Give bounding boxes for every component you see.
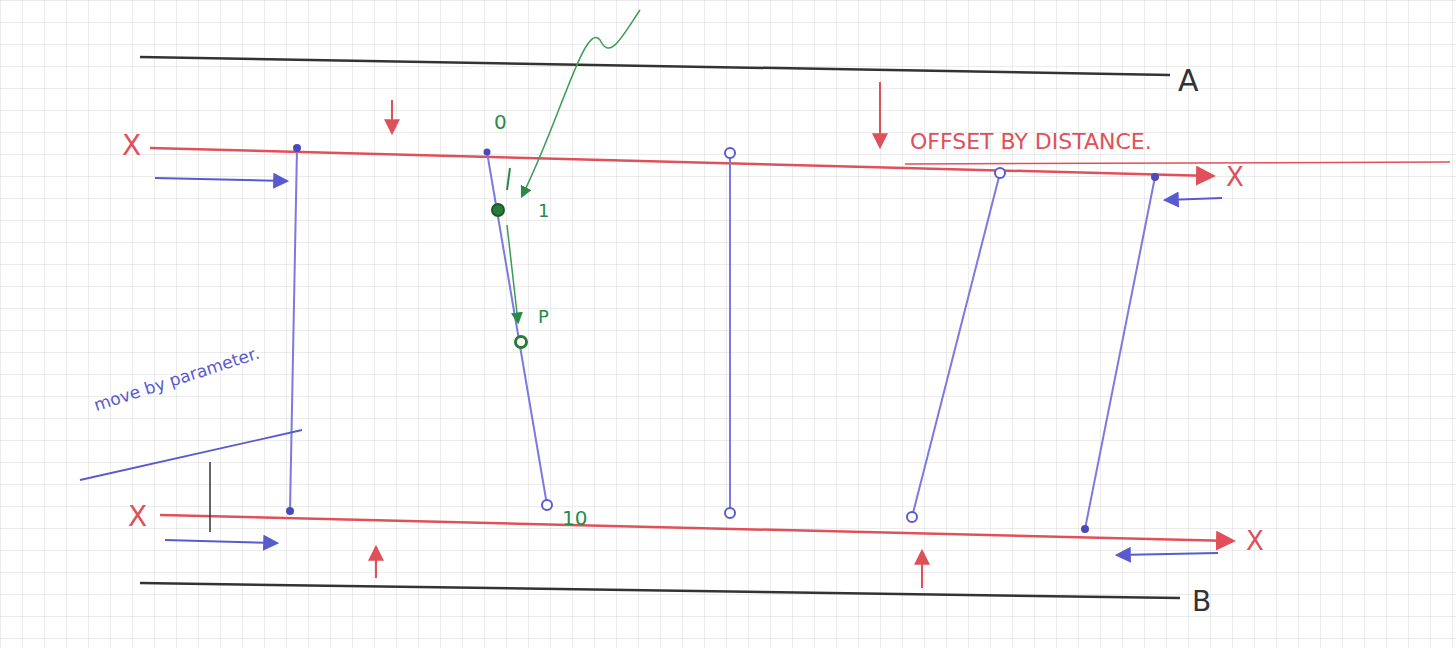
axis-label: X	[122, 132, 141, 160]
param-value: 1	[538, 202, 549, 220]
param-point	[516, 337, 527, 348]
axis-label: X	[1226, 164, 1244, 190]
offset-arrow	[879, 82, 881, 146]
param-arrow	[507, 225, 518, 322]
param-tick	[507, 168, 510, 190]
slide-arrow	[155, 178, 286, 181]
note-text: OFFSET BY DISTANCE.	[910, 131, 1152, 153]
param-value: 0	[494, 112, 507, 132]
rung-endpoints	[286, 144, 1159, 533]
text-underline	[905, 162, 1450, 164]
param-value: P	[538, 308, 549, 326]
offset-arrow	[375, 548, 377, 578]
rungs	[290, 148, 1155, 529]
offset-curve-bottom	[160, 515, 1232, 541]
note-underline	[80, 430, 302, 480]
slide-arrow	[1166, 198, 1222, 200]
param-point	[492, 204, 504, 216]
offset-arrow	[391, 100, 393, 132]
tick-line	[209, 462, 211, 532]
axis-label: X	[1246, 528, 1264, 554]
axis-label: X	[128, 503, 147, 531]
slide-arrow	[165, 540, 276, 543]
leader-curve	[522, 10, 640, 196]
curve-b	[140, 583, 1180, 598]
slide-arrow	[1118, 553, 1218, 555]
curve-name: B	[1192, 588, 1211, 616]
curve-name: A	[1178, 66, 1199, 96]
param-value: 10	[562, 508, 587, 528]
curve-a	[140, 57, 1170, 75]
offset-arrow	[921, 552, 923, 588]
